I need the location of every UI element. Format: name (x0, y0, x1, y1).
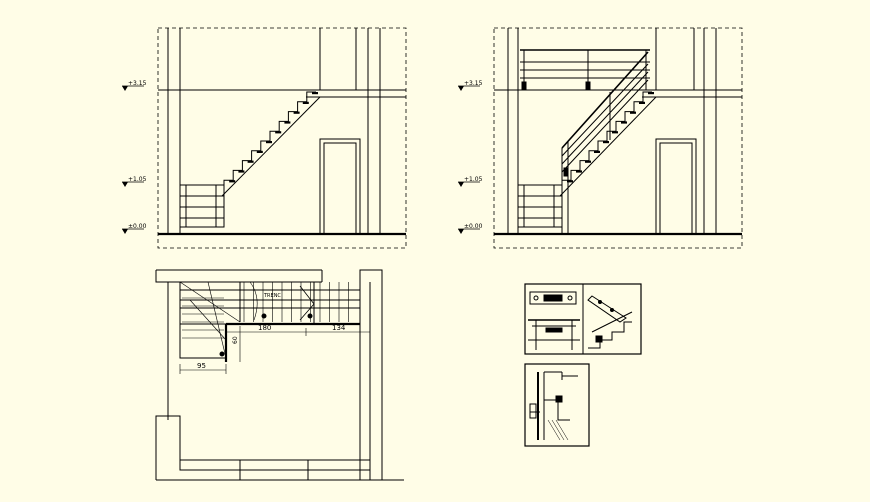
step-nosing (594, 150, 600, 153)
plan-dim-180: 180 (258, 324, 271, 332)
stair-plan-view (155, 269, 404, 481)
step-nosing (247, 160, 254, 163)
step-nosing (293, 111, 300, 114)
step-nosing (275, 131, 282, 134)
elevation-base-left: ±0.00 (128, 223, 147, 230)
step-profile (561, 91, 652, 190)
step-nosing (256, 150, 263, 153)
left-stair-section (157, 27, 407, 249)
left-stair-steps (223, 91, 318, 190)
elevation-middle-left: +1.05 (128, 176, 147, 183)
step-nosing (312, 92, 318, 95)
right-stair-section (493, 27, 743, 249)
left-section-frame (157, 27, 407, 249)
plan-dim-95: 95 (197, 362, 206, 370)
elevation-upper-left: +3.15 (128, 80, 147, 87)
elevation-upper-right: +3.15 (464, 80, 483, 87)
plan-treads (182, 282, 349, 339)
elevation-markers-left: +3.15 +1.05 ±0.00 (121, 80, 147, 235)
step-nosing (576, 170, 582, 173)
elevation-base-right: ±0.00 (464, 223, 483, 230)
plan-label: TRENC (263, 293, 281, 299)
step-nosing (630, 111, 636, 114)
step-nosing (585, 160, 591, 163)
step-profile (223, 91, 316, 190)
step-nosing (612, 131, 618, 134)
right-stair-steps (561, 91, 654, 190)
step-nosing (302, 101, 309, 104)
plan-dim-60: 60 (232, 336, 239, 344)
step-nosing (639, 101, 645, 104)
stair-detail-two (524, 363, 590, 447)
right-section-frame (493, 27, 743, 249)
step-nosing (238, 170, 245, 173)
stair-detail-one (524, 283, 642, 355)
plan-dim-134: 134 (332, 324, 346, 332)
step-nosing (229, 180, 236, 183)
elevation-middle-right: +1.05 (464, 176, 483, 183)
step-nosing (603, 141, 609, 144)
elevation-markers-right: +3.15 +1.05 ±0.00 (457, 80, 483, 235)
step-nosing (648, 92, 654, 95)
step-nosing (621, 121, 627, 124)
step-nosing (266, 141, 272, 144)
step-nosing (284, 121, 291, 124)
step-nosing (567, 180, 573, 183)
